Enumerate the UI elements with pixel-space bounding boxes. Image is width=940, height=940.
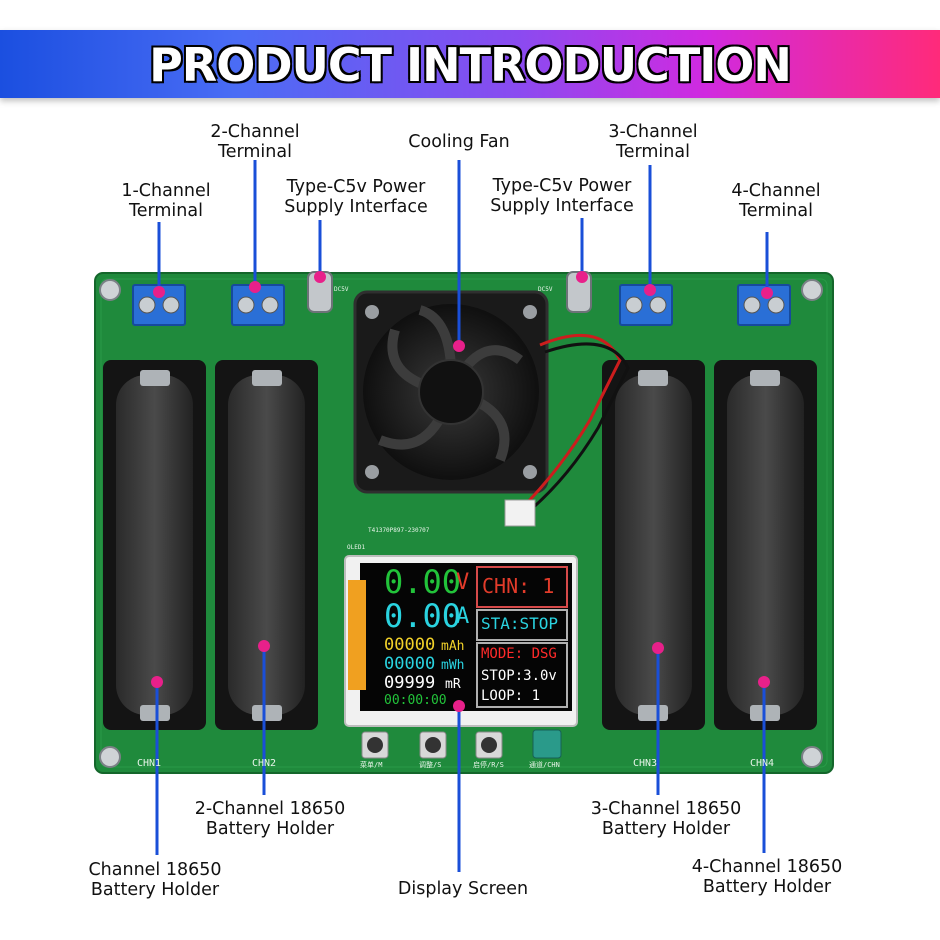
lcd-voltage-unit: V: [456, 570, 470, 595]
silk-chn2: CHN2: [252, 758, 277, 769]
lcd-mode: MODE: DSG: [481, 646, 557, 662]
silk-btn-channel: 通道/CHN: [529, 761, 560, 769]
silk-btn-start: 启停/R/S: [473, 761, 504, 769]
title-banner: [0, 30, 940, 98]
silk-dc5v-right: DC5V: [538, 286, 553, 293]
typec-ports: [307, 271, 592, 313]
leader-lines: [155, 160, 769, 872]
lcd-res-unit: mR: [445, 677, 461, 692]
lcd-timer: 00:00:00: [384, 693, 447, 708]
silk-oled: OLED1: [347, 544, 366, 551]
silk-chn3: CHN3: [633, 758, 658, 769]
lcd-channel: CHN: 1: [482, 574, 555, 598]
terminal-blocks: [132, 284, 791, 326]
label-cooling-fan: Cooling Fan: [408, 132, 510, 152]
cooling-fan: [353, 290, 630, 527]
lcd-mah-unit: mAh: [441, 639, 465, 654]
silk-btn-menu: 菜单/M: [360, 761, 383, 769]
lcd-mah: 00000: [384, 635, 436, 655]
silk-chn1: CHN1: [137, 758, 162, 769]
lcd-mwh-unit: mWh: [441, 658, 465, 673]
page-title: PRODUCT INTRODUCTION: [149, 38, 792, 92]
label-display: Display Screen: [397, 879, 529, 899]
lcd-resistance: 09999: [384, 673, 436, 693]
pointer-dots: [151, 271, 773, 712]
lcd-voltage: 0.00: [384, 563, 462, 601]
lcd-current: 0.00: [384, 597, 462, 635]
mounting-holes: [99, 279, 823, 768]
control-buttons: [361, 729, 562, 759]
silk-chn4: CHN4: [750, 758, 775, 769]
lcd-mwh: 00000: [384, 654, 436, 674]
lcd-status: STA:STOP: [481, 614, 559, 633]
silk-pcb-code: T41370P897-230707: [368, 527, 430, 534]
battery-holders: [103, 360, 817, 730]
lcd-screen: [360, 563, 572, 711]
lcd-stop: STOP:3.0v: [481, 668, 557, 684]
lcd-current-unit: A: [456, 604, 470, 629]
silk-dc5v-left: DC5V: [334, 286, 349, 293]
silk-btn-adjust: 调整/S: [419, 761, 442, 769]
lcd-loop: LOOP: 1: [481, 688, 541, 704]
